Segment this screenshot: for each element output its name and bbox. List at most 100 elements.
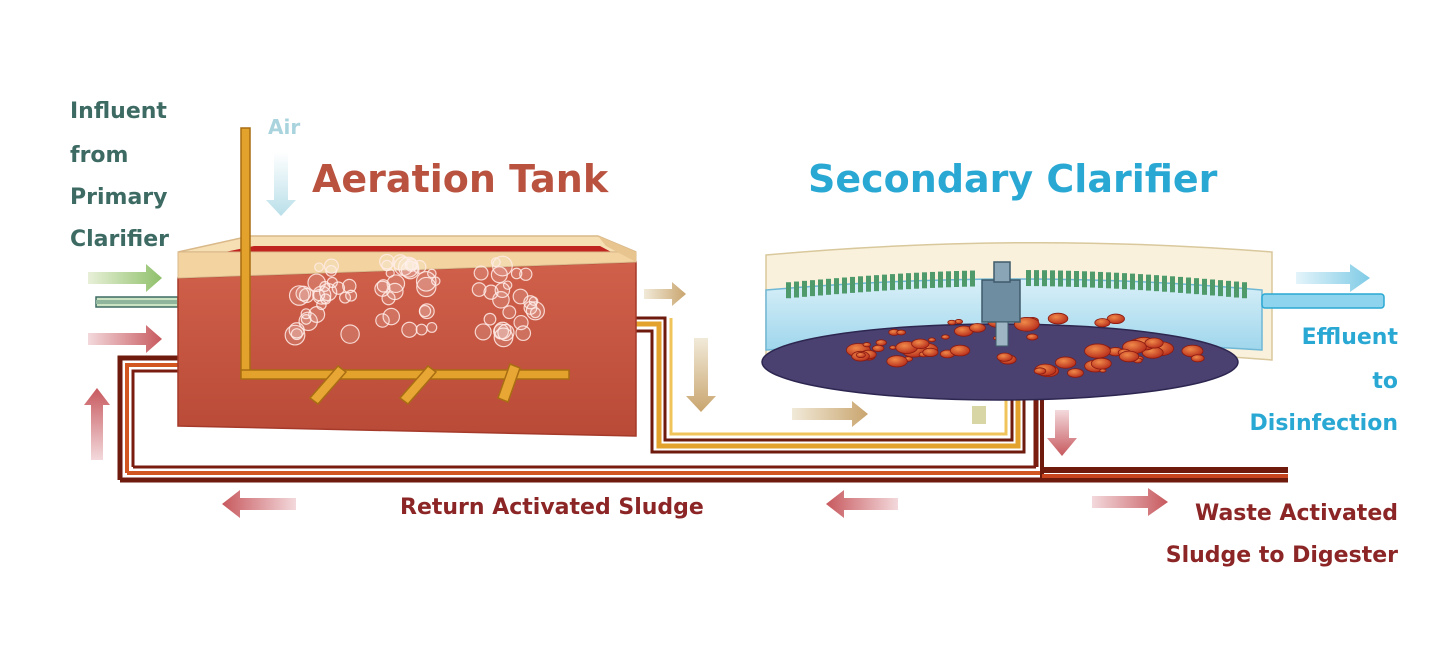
air-bubble xyxy=(483,312,497,326)
sludge-floc xyxy=(1067,368,1084,378)
weir-tooth xyxy=(858,276,863,293)
clarifier-feed-stub xyxy=(972,406,986,424)
air-bubble xyxy=(312,285,332,305)
air-bubble xyxy=(490,266,508,284)
air-bubble xyxy=(339,291,352,304)
air-bubble xyxy=(325,264,338,277)
sludge-floc xyxy=(1033,367,1047,375)
air-bubble xyxy=(426,321,438,333)
weir-tooth xyxy=(1058,270,1063,287)
weir-tooth xyxy=(906,273,911,290)
sludge-floc xyxy=(1118,350,1140,363)
weir-tooth xyxy=(826,278,831,295)
sludge-floc xyxy=(1190,354,1205,363)
air-bubble xyxy=(342,278,357,294)
air-bubble xyxy=(502,305,517,320)
weir-tooth xyxy=(1210,279,1215,296)
air-bubble xyxy=(416,276,437,298)
return-sludge-piping xyxy=(117,355,1288,483)
weir-tooth xyxy=(1162,275,1167,292)
weir-tooth xyxy=(1042,270,1047,287)
return-left-arrow-2 xyxy=(826,490,898,518)
air-bubble xyxy=(314,262,324,273)
sludge-floc xyxy=(872,344,885,352)
weir-tooth xyxy=(802,280,807,297)
weir-tooth xyxy=(898,273,903,290)
weir-tooth xyxy=(930,271,935,288)
air-bubble xyxy=(427,268,437,279)
sludge-floc xyxy=(941,334,950,340)
sludge-floc xyxy=(1144,337,1164,349)
weir-tooth xyxy=(1202,278,1207,295)
air-bubble xyxy=(382,307,401,326)
weir-tooth xyxy=(1194,278,1199,295)
air-bubble xyxy=(523,300,538,315)
weir-tooth xyxy=(882,274,887,291)
influent-label-line-2: from xyxy=(70,143,128,168)
flow-arrows xyxy=(84,152,1370,518)
weir-tooth xyxy=(842,277,847,294)
air-bubble xyxy=(418,304,432,318)
influent-label-line-4: Clarifier xyxy=(70,227,169,252)
weir-tooth xyxy=(1146,274,1151,291)
secondary-clarifier-title: Secondary Clarifier xyxy=(808,157,1218,201)
sludge-floc xyxy=(862,342,872,348)
effluent-pipe xyxy=(1261,293,1385,309)
air-bubble xyxy=(300,314,312,325)
air-bubble xyxy=(510,267,523,280)
weir-tooth xyxy=(794,281,799,298)
secondary-clarifier xyxy=(761,241,1273,401)
weir-tooth xyxy=(1026,270,1031,287)
weir-tooth xyxy=(1074,270,1079,287)
mixed-liquor-down-arrow xyxy=(686,338,716,412)
weir-tooth xyxy=(1242,282,1247,299)
weir-tooth xyxy=(1186,277,1191,294)
sludge-floc xyxy=(922,347,939,357)
weir-tooth xyxy=(1050,270,1055,287)
influent-label-line-1: Influent xyxy=(70,99,167,124)
sludge-floc xyxy=(1054,356,1077,369)
air-bubble xyxy=(379,253,395,270)
return-up-arrow xyxy=(84,388,110,460)
sludge-floc xyxy=(875,339,887,346)
air-bubble xyxy=(483,284,499,300)
sludge-floc xyxy=(1026,333,1039,341)
sludge-flocs xyxy=(845,312,1205,378)
air-bubble xyxy=(412,259,427,274)
labels: Influent from Primary Clarifier Air Aera… xyxy=(70,99,1398,568)
weir-tooth xyxy=(946,271,951,288)
air-bubble xyxy=(415,323,428,336)
mixed-liquor-pipe xyxy=(636,316,1026,454)
weir-tooth xyxy=(1178,276,1183,293)
air-bubble xyxy=(471,282,487,297)
air-down-arrow xyxy=(266,152,296,216)
air-bubble xyxy=(381,259,393,272)
air-bubble xyxy=(340,324,360,344)
sludge-floc xyxy=(969,323,986,333)
sludge-floc xyxy=(1094,318,1111,328)
air-bubble xyxy=(312,288,326,302)
effluent-label-line-2: to xyxy=(1372,369,1398,394)
weir-tooth xyxy=(834,278,839,295)
weir-tooth xyxy=(1034,270,1039,287)
air-bubble xyxy=(298,311,318,332)
sludge-floc xyxy=(889,345,897,350)
weir-tooth xyxy=(1226,280,1231,297)
air-supply-pipe xyxy=(240,127,570,406)
weir-tooth xyxy=(786,282,791,299)
return-left-arrow-1 xyxy=(222,490,296,518)
weir-tooth xyxy=(1066,270,1071,287)
air-bubbles xyxy=(284,253,545,348)
air-label: Air xyxy=(268,115,300,139)
air-bubble xyxy=(290,328,303,341)
air-bubble xyxy=(386,274,406,294)
weir-tooth xyxy=(1106,272,1111,289)
air-bubble xyxy=(375,313,390,328)
weir-tooth xyxy=(1090,271,1095,288)
mixed-liquor-right-arrow xyxy=(644,282,686,306)
weir-tooth xyxy=(818,279,823,296)
weir-tooth xyxy=(1154,275,1159,292)
aeration-tank-title: Aeration Tank xyxy=(312,157,609,201)
effluent-label-line-1: Effluent xyxy=(1302,325,1399,350)
